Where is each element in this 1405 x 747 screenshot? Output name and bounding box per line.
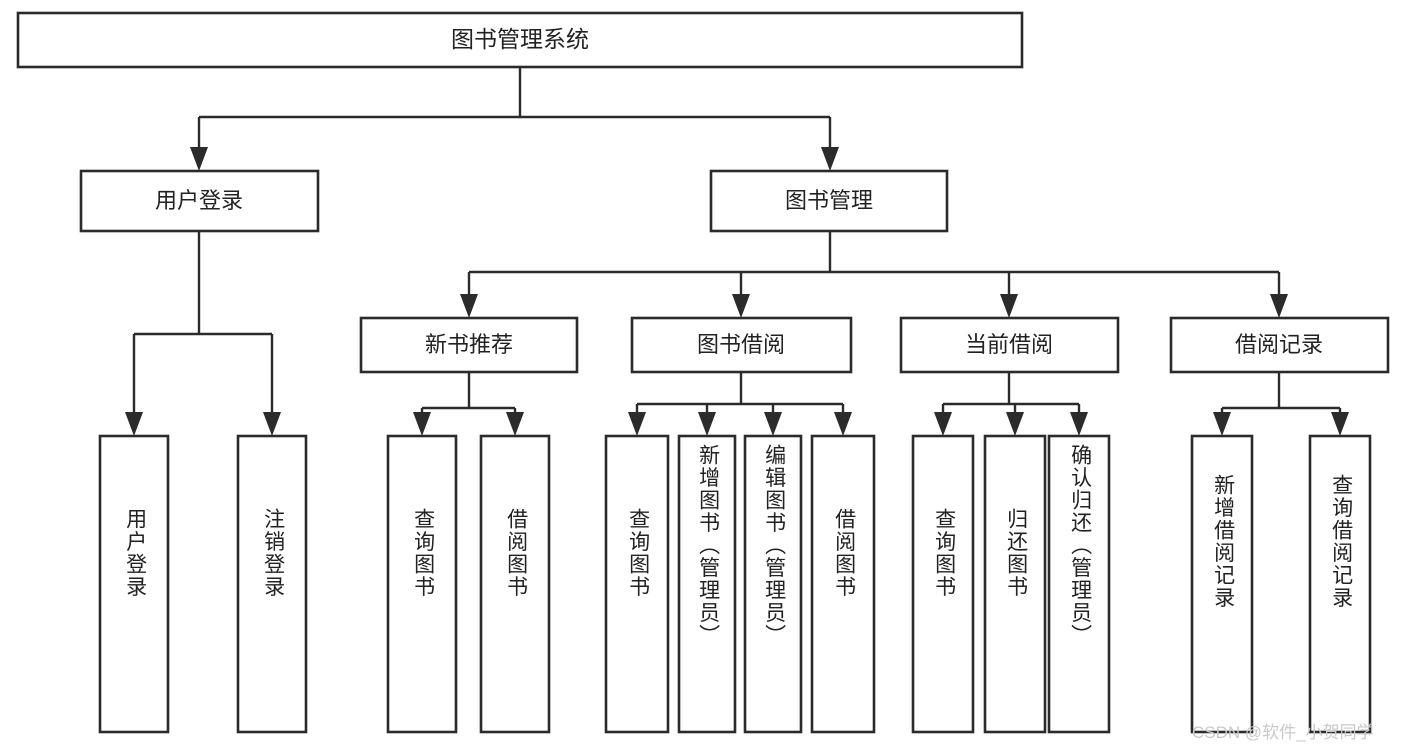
node-query-book-1[interactable] bbox=[386, 434, 458, 734]
node-query-book-3[interactable] bbox=[911, 434, 975, 734]
node-root-label: 图书管理系统 bbox=[451, 26, 589, 52]
node-confirm-return-admin[interactable] bbox=[1047, 434, 1111, 734]
node-book-borrow[interactable] bbox=[630, 316, 853, 374]
node-edit-book-admin[interactable] bbox=[743, 434, 803, 734]
arrow-to-confirm-return-admin bbox=[1070, 412, 1088, 436]
arrow-to-book-borrow bbox=[732, 294, 750, 318]
node-root[interactable] bbox=[16, 11, 1024, 69]
node-book-borrow-label: 图书借阅 bbox=[697, 332, 785, 357]
arrow-to-user-login-do bbox=[125, 412, 143, 436]
node-query-book-2[interactable] bbox=[604, 434, 670, 734]
node-user-login-do[interactable] bbox=[98, 434, 170, 734]
node-borrow-record[interactable] bbox=[1169, 316, 1390, 374]
csdn-watermark: CSDN @软件_小贺同学 bbox=[1192, 723, 1374, 742]
arrow-to-user-login bbox=[190, 147, 208, 171]
arrow-to-return-book bbox=[1006, 412, 1024, 436]
arrow-to-add-borrow-record bbox=[1213, 412, 1231, 436]
arrow-to-user-logout bbox=[263, 412, 281, 436]
node-query-borrow-record[interactable] bbox=[1308, 434, 1372, 734]
node-new-book-recommend[interactable] bbox=[359, 316, 579, 374]
node-add-book-admin[interactable] bbox=[677, 434, 737, 734]
node-add-borrow-record[interactable] bbox=[1190, 434, 1254, 734]
arrow-to-new-book-recommend bbox=[460, 294, 478, 318]
node-current-borrow-label: 当前借阅 bbox=[965, 332, 1053, 357]
node-user-logout[interactable] bbox=[236, 434, 308, 734]
arrow-to-query-borrow-record bbox=[1331, 412, 1349, 436]
node-borrow-record-label: 借阅记录 bbox=[1235, 332, 1323, 357]
arrow-to-book-manage bbox=[821, 147, 839, 171]
node-return-book[interactable] bbox=[983, 434, 1047, 734]
node-new-book-recommend-label: 新书推荐 bbox=[425, 332, 513, 357]
arrow-to-current-borrow bbox=[1000, 294, 1018, 318]
arrow-to-query-book-1 bbox=[413, 412, 431, 436]
node-borrow-book-1[interactable] bbox=[479, 434, 551, 734]
node-borrow-book-2[interactable] bbox=[810, 434, 876, 734]
arrow-to-borrow-book-2 bbox=[834, 412, 852, 436]
node-book-manage-label: 图书管理 bbox=[785, 188, 873, 213]
arrow-to-query-book-2 bbox=[628, 412, 646, 436]
node-user-login-label: 用户登录 bbox=[155, 188, 243, 213]
arrow-to-edit-book-admin bbox=[764, 412, 782, 436]
arrow-to-borrow-record bbox=[1270, 294, 1288, 318]
node-book-manage[interactable] bbox=[709, 169, 949, 233]
node-layer: 图书管理系统 用户登录 图书管理 新书推荐 图书借阅 当前借阅 借阅记录 bbox=[16, 11, 1390, 734]
arrow-to-add-book-admin bbox=[698, 412, 716, 436]
arrow-to-query-book-3 bbox=[934, 412, 952, 436]
node-current-borrow[interactable] bbox=[899, 316, 1120, 374]
arrow-to-borrow-book-1 bbox=[506, 412, 524, 436]
node-user-login[interactable] bbox=[79, 169, 320, 233]
edge-layer bbox=[125, 67, 1349, 436]
